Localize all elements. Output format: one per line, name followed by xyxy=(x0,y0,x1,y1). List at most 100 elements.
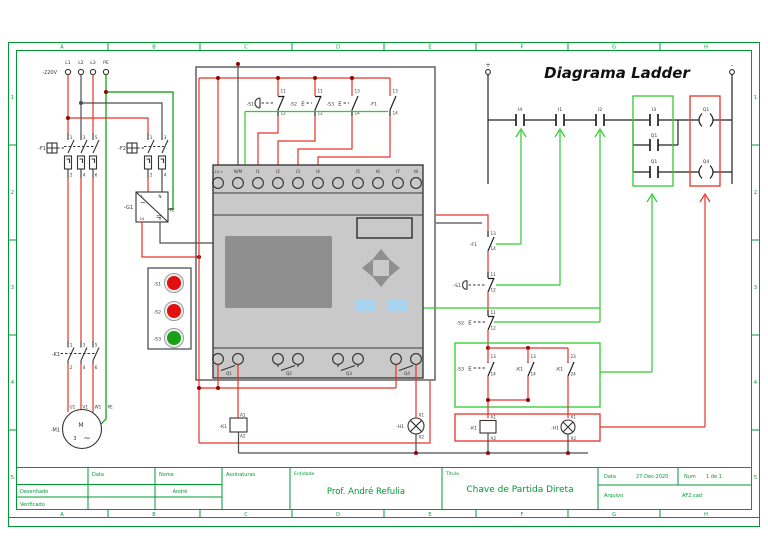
motor-v1: V1 xyxy=(83,405,89,410)
terminal-no: 12 xyxy=(491,288,497,293)
terminal-no: 4 xyxy=(83,365,86,370)
terminal-no: 11 xyxy=(491,310,497,315)
tb-num-header: Num xyxy=(684,474,696,480)
plc-input-terminals: L1/L+ N/M I1 I2 I3 I4 I5 I6 I7 I8 xyxy=(212,169,422,189)
red-button-icon xyxy=(167,304,181,318)
terminal-no: 2 xyxy=(150,173,153,178)
ladder-seal-contact-q1: Q1 xyxy=(651,133,658,139)
row-label: 1 xyxy=(11,95,14,101)
plc-esc-key xyxy=(356,300,376,311)
terminal-no: 4 xyxy=(83,173,86,178)
plc-screen xyxy=(225,236,332,308)
plc-module: L1/L+ N/M I1 I2 I3 I4 I5 I6 I7 I8 xyxy=(212,164,424,379)
terminal-no: 23 xyxy=(571,354,577,359)
ladder-contact-i3: I3 xyxy=(652,107,656,113)
col-label: D xyxy=(336,512,340,518)
terminal-no: 12 xyxy=(318,111,324,116)
ladder-coil-q4: Q4 xyxy=(703,159,710,165)
plc-term-i2: I2 xyxy=(276,169,280,174)
plc-term-nm: N/M xyxy=(234,169,243,174)
psu-24v-terminal: 24 xyxy=(140,217,145,221)
pushbutton-actuator-icon: E xyxy=(338,102,342,108)
tb-nome-header: Nome xyxy=(159,472,174,478)
terminal-no: 3 xyxy=(83,135,86,140)
tb-arquivo-header: Arquivo xyxy=(604,493,623,499)
control-circuit: 13 14 -F1 11 12 -S1 11 12 E -S2 13 14 E … xyxy=(436,214,601,453)
terminal-no: 13 xyxy=(531,354,537,359)
left-arrow-key-icon xyxy=(362,259,373,277)
terminal-no: 24 xyxy=(571,372,577,377)
breaker-f1-label: -F1 xyxy=(38,146,46,152)
motor-pe: PE xyxy=(108,405,114,410)
ladder-contact-i1: I1 xyxy=(558,107,562,113)
plc-term-i8: I8 xyxy=(414,169,418,174)
lamp-x1: X1 xyxy=(419,413,425,418)
down-arrow-key-icon xyxy=(372,276,390,287)
ladder-coil-q1: Q1 xyxy=(703,107,710,113)
coil-k1-label: -K1 xyxy=(219,424,227,430)
plus-rail-label: + xyxy=(485,62,490,69)
row-label: 2 xyxy=(11,190,14,196)
plc-display-window xyxy=(356,217,413,239)
tb-data-header: Data xyxy=(92,472,104,478)
row-label: 3 xyxy=(11,285,14,291)
estop-mushroom-icon xyxy=(461,279,468,291)
ladder-coil-highlight-box xyxy=(689,95,721,187)
ctl-f1-label: -F1 xyxy=(470,242,477,248)
plc-term-i6: I6 xyxy=(376,169,380,174)
breaker-f2-label: -F2 xyxy=(118,146,126,152)
mapping-arrows xyxy=(494,127,711,428)
tb-data2-header: Data xyxy=(604,474,616,480)
output-devices: A1 A2 -K1 X1 X2 -H1 xyxy=(197,364,588,455)
psu-pe-terminal: PE xyxy=(170,208,176,213)
coil-a2: A2 xyxy=(240,434,246,439)
up-arrow-key-icon xyxy=(372,249,390,260)
motor-phases: 3 xyxy=(73,436,76,442)
col-label: C xyxy=(244,512,248,518)
ctl-k1b-label: -K1 xyxy=(555,367,563,373)
terminal-no: 3 xyxy=(164,135,167,140)
terminal-no: 2 xyxy=(70,173,73,178)
plc-arrow-keys xyxy=(362,249,400,287)
tb-titulo-header: Título xyxy=(445,470,459,477)
plc-out-q4: Q4 xyxy=(404,371,410,376)
row-label: 4 xyxy=(11,380,14,386)
terminal-no: 12 xyxy=(491,326,497,331)
ctl-k1-coil-label: -K1 xyxy=(469,426,477,432)
terminal-no: A1 xyxy=(491,415,497,420)
col-label: E xyxy=(428,512,431,518)
terminal-no: 11 xyxy=(318,89,324,94)
plc-term-l1: L1/L+ xyxy=(213,170,224,174)
seal-in-highlight-box xyxy=(454,342,601,408)
col-label: B xyxy=(152,45,156,51)
col-label: G xyxy=(612,45,616,51)
contactor-k1-label: -K1 xyxy=(52,352,60,358)
terminal-no: 13 xyxy=(491,354,497,359)
psu-n-terminal: N xyxy=(158,194,161,199)
pushbutton-panel: -S1 -S2 -S3 xyxy=(147,267,192,350)
terminal-no: 14 xyxy=(531,372,537,377)
ac-symbol: ~ xyxy=(140,199,146,207)
terminal-no: 6 xyxy=(95,173,98,178)
col-label: H xyxy=(704,45,708,51)
ctl-h1-label: -H1 xyxy=(551,426,559,432)
pe-label: PE xyxy=(103,60,109,66)
phase-l1-label: L1 xyxy=(65,60,71,66)
plc-out-q3: Q3 xyxy=(346,371,352,376)
terminal-no: 13 xyxy=(491,231,497,236)
terminal-no: 1 xyxy=(150,135,153,140)
row-label: 1 xyxy=(754,95,757,101)
ctl-s2-label: -S2 xyxy=(457,321,465,327)
ctl-s3-label: -S3 xyxy=(457,367,465,373)
tb-titulo-value: Chave de Partida Direta xyxy=(466,485,573,495)
plc-term-i3: I3 xyxy=(296,169,300,174)
terminal-no: 14 xyxy=(393,111,399,116)
ladder-contact-i4: I4 xyxy=(518,107,522,113)
drawing-frame: A B C D E F G H A B C D E F G H 1 2 3 4 … xyxy=(8,42,760,527)
row-label: 5 xyxy=(11,475,14,481)
tb-entidade-value: Prof. André Refulia xyxy=(327,486,405,497)
col-label: H xyxy=(704,512,708,518)
coil-a1: A1 xyxy=(240,413,246,418)
